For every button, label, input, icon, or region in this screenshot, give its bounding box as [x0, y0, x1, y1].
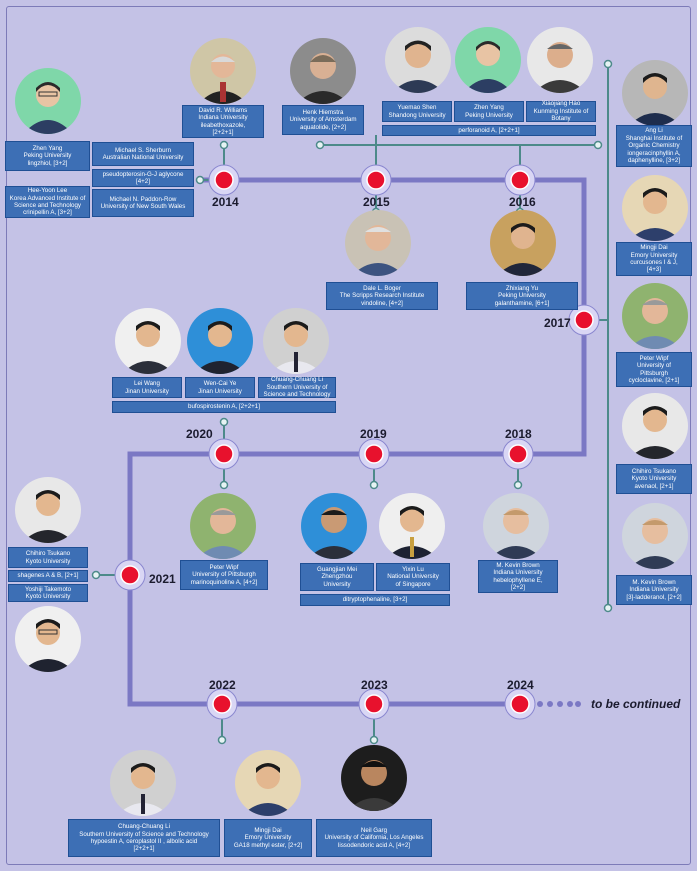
marker-2014 — [208, 164, 240, 196]
marker-2019 — [358, 438, 390, 470]
label-hee-yoon-lee: Hee-Yoon Lee Korea Advanced Institute of… — [5, 186, 90, 218]
avatar-xiaojiang-hao — [527, 27, 593, 93]
avatar-zhen-yang-2 — [455, 27, 521, 93]
year-2016: 2016 — [509, 195, 536, 209]
label-kevin-brown-2: M. Kevin Brown Indiana University hebelo… — [478, 560, 558, 593]
avatar-chihiro-tsukano-1 — [622, 393, 688, 459]
avatar-chuang-chuang-li-2 — [110, 750, 176, 816]
year-markers — [114, 164, 600, 720]
label-chuang-chuang-li-1: Chuang-Chuang Li Southern University of … — [258, 376, 336, 398]
year-2021: 2021 — [149, 572, 176, 586]
label-sherburn: Michael S. Sherburn Australian National … — [92, 142, 194, 166]
avatar-zhixiang-yu — [490, 210, 556, 276]
label-zhen-yang-2: Zhen Yang Peking University — [454, 101, 524, 122]
marker-2023 — [358, 688, 390, 720]
avatar-henk-hiemstra — [290, 38, 356, 104]
avatar-neil-garg — [341, 745, 407, 811]
avatar-kevin-brown-2 — [483, 493, 549, 559]
avatar-peter-wipf-1 — [622, 283, 688, 349]
year-2023: 2023 — [361, 678, 388, 692]
year-2014: 2014 — [212, 195, 239, 209]
label-neil-garg: Neil Garg University of California, Los … — [316, 819, 432, 857]
frame-border — [6, 6, 691, 865]
label-ditryptophenaline: ditryptophenaline, [3+2] — [300, 594, 450, 606]
marker-2018 — [502, 438, 534, 470]
marker-2021 — [114, 559, 146, 591]
label-dale-boger: Dale L. Boger The Scripps Research Insti… — [326, 282, 438, 310]
label-wen-cai-ye: Wen-Cai Ye Jinan University — [185, 377, 255, 398]
marker-2020 — [208, 438, 240, 470]
year-2024: 2024 — [507, 678, 534, 692]
avatar-lei-wang — [115, 308, 181, 374]
avatar-ang-li — [622, 60, 688, 126]
avatar-peter-wipf-2 — [190, 493, 256, 559]
label-peter-wipf-1: Peter Wipf University of Pittsburgh cycl… — [616, 352, 692, 387]
label-mingji-dai-1: Mingji Dai Emory University curcusones I… — [616, 242, 692, 276]
label-zhixiang-yu: Zhixiang Yu Peking University galanthami… — [466, 282, 578, 310]
avatar-yuemao-shen — [385, 27, 451, 93]
avatar-mingji-dai-1 — [622, 175, 688, 241]
timeline-dots — [537, 701, 581, 707]
label-shagenes: shagenes A & B, [2+1] — [8, 570, 88, 582]
marker-2015 — [360, 164, 392, 196]
label-pseudopterosin: pseudopterosin-G-J aglycone [4+2] — [92, 169, 194, 187]
year-2015: 2015 — [363, 195, 390, 209]
label-zhen-yang-1: Zhen Yang Peking University lingzhiol, [… — [5, 141, 90, 171]
label-david-williams: David R. Williams Indiana University ile… — [182, 105, 264, 138]
label-henk-hiemstra: Henk Hiemstra University of Amsterdam aq… — [282, 105, 364, 135]
label-mingji-dai-2: Mingji Dai Emory University GA18 methyl … — [224, 819, 312, 857]
label-paddon-row: Michael N. Paddon-Row University of New … — [92, 189, 194, 217]
avatar-chuang-chuang-li-1 — [263, 308, 329, 374]
label-yuemao-shen: Yuemao Shen Shandong University — [382, 101, 452, 122]
avatar-chihiro-tsukano-2 — [15, 477, 81, 543]
label-peter-wipf-2: Peter Wipf University of Pittsburgh mari… — [180, 560, 268, 590]
marker-2022 — [206, 688, 238, 720]
avatar-yoshiji-takemoto — [15, 606, 81, 672]
marker-2016 — [504, 164, 536, 196]
label-lei-wang: Lei Wang Jinan University — [112, 377, 182, 398]
label-xiaojiang-hao: Xiaojiang Hao Kunming Institute of Botan… — [526, 100, 596, 122]
avatar-david-williams — [190, 38, 256, 104]
avatar-kevin-brown-1 — [622, 503, 688, 569]
year-2020: 2020 — [186, 427, 213, 441]
avatar-yixin-lu — [379, 493, 445, 559]
year-2019: 2019 — [360, 427, 387, 441]
label-yoshiji-takemoto: Yoshiji Takemoto Kyoto University — [8, 584, 88, 602]
marker-2024 — [504, 688, 536, 720]
label-chihiro-tsukano-2: Chihiro Tsukano Kyoto University — [8, 547, 88, 568]
avatar-mingji-dai-2 — [235, 750, 301, 816]
avatar-wen-cai-ye — [187, 308, 253, 374]
label-guangjian-mei: Guangjian Mei Zhengzhou University — [300, 563, 374, 591]
label-chuang-chuang-li-2: Chuang-Chuang Li Southern University of … — [68, 819, 220, 857]
label-yixin-lu: Yixin Lu National University of Singapor… — [376, 563, 450, 591]
year-2018: 2018 — [505, 427, 532, 441]
year-2017: 2017 — [544, 316, 571, 330]
label-perforanoid: perforanoid A, [2+2+1] — [382, 125, 596, 136]
year-2022: 2022 — [209, 678, 236, 692]
avatar-dale-boger — [345, 210, 411, 276]
label-kevin-brown-1: M. Kevin Brown Indiana University [3]-la… — [616, 575, 692, 605]
label-ang-li: Ang Li Shanghai Institute of Organic Che… — [616, 125, 692, 167]
label-bufospirostenin: bufospirostenin A, [2+2+1] — [112, 401, 336, 413]
avatar-zhen-yang-1 — [15, 68, 81, 134]
avatar-guangjian-mei — [301, 493, 367, 559]
to-be-continued: to be continued — [591, 697, 681, 711]
marker-2017 — [568, 304, 600, 336]
label-chihiro-tsukano-1: Chihiro Tsukano Kyoto University avenaol… — [616, 464, 692, 494]
